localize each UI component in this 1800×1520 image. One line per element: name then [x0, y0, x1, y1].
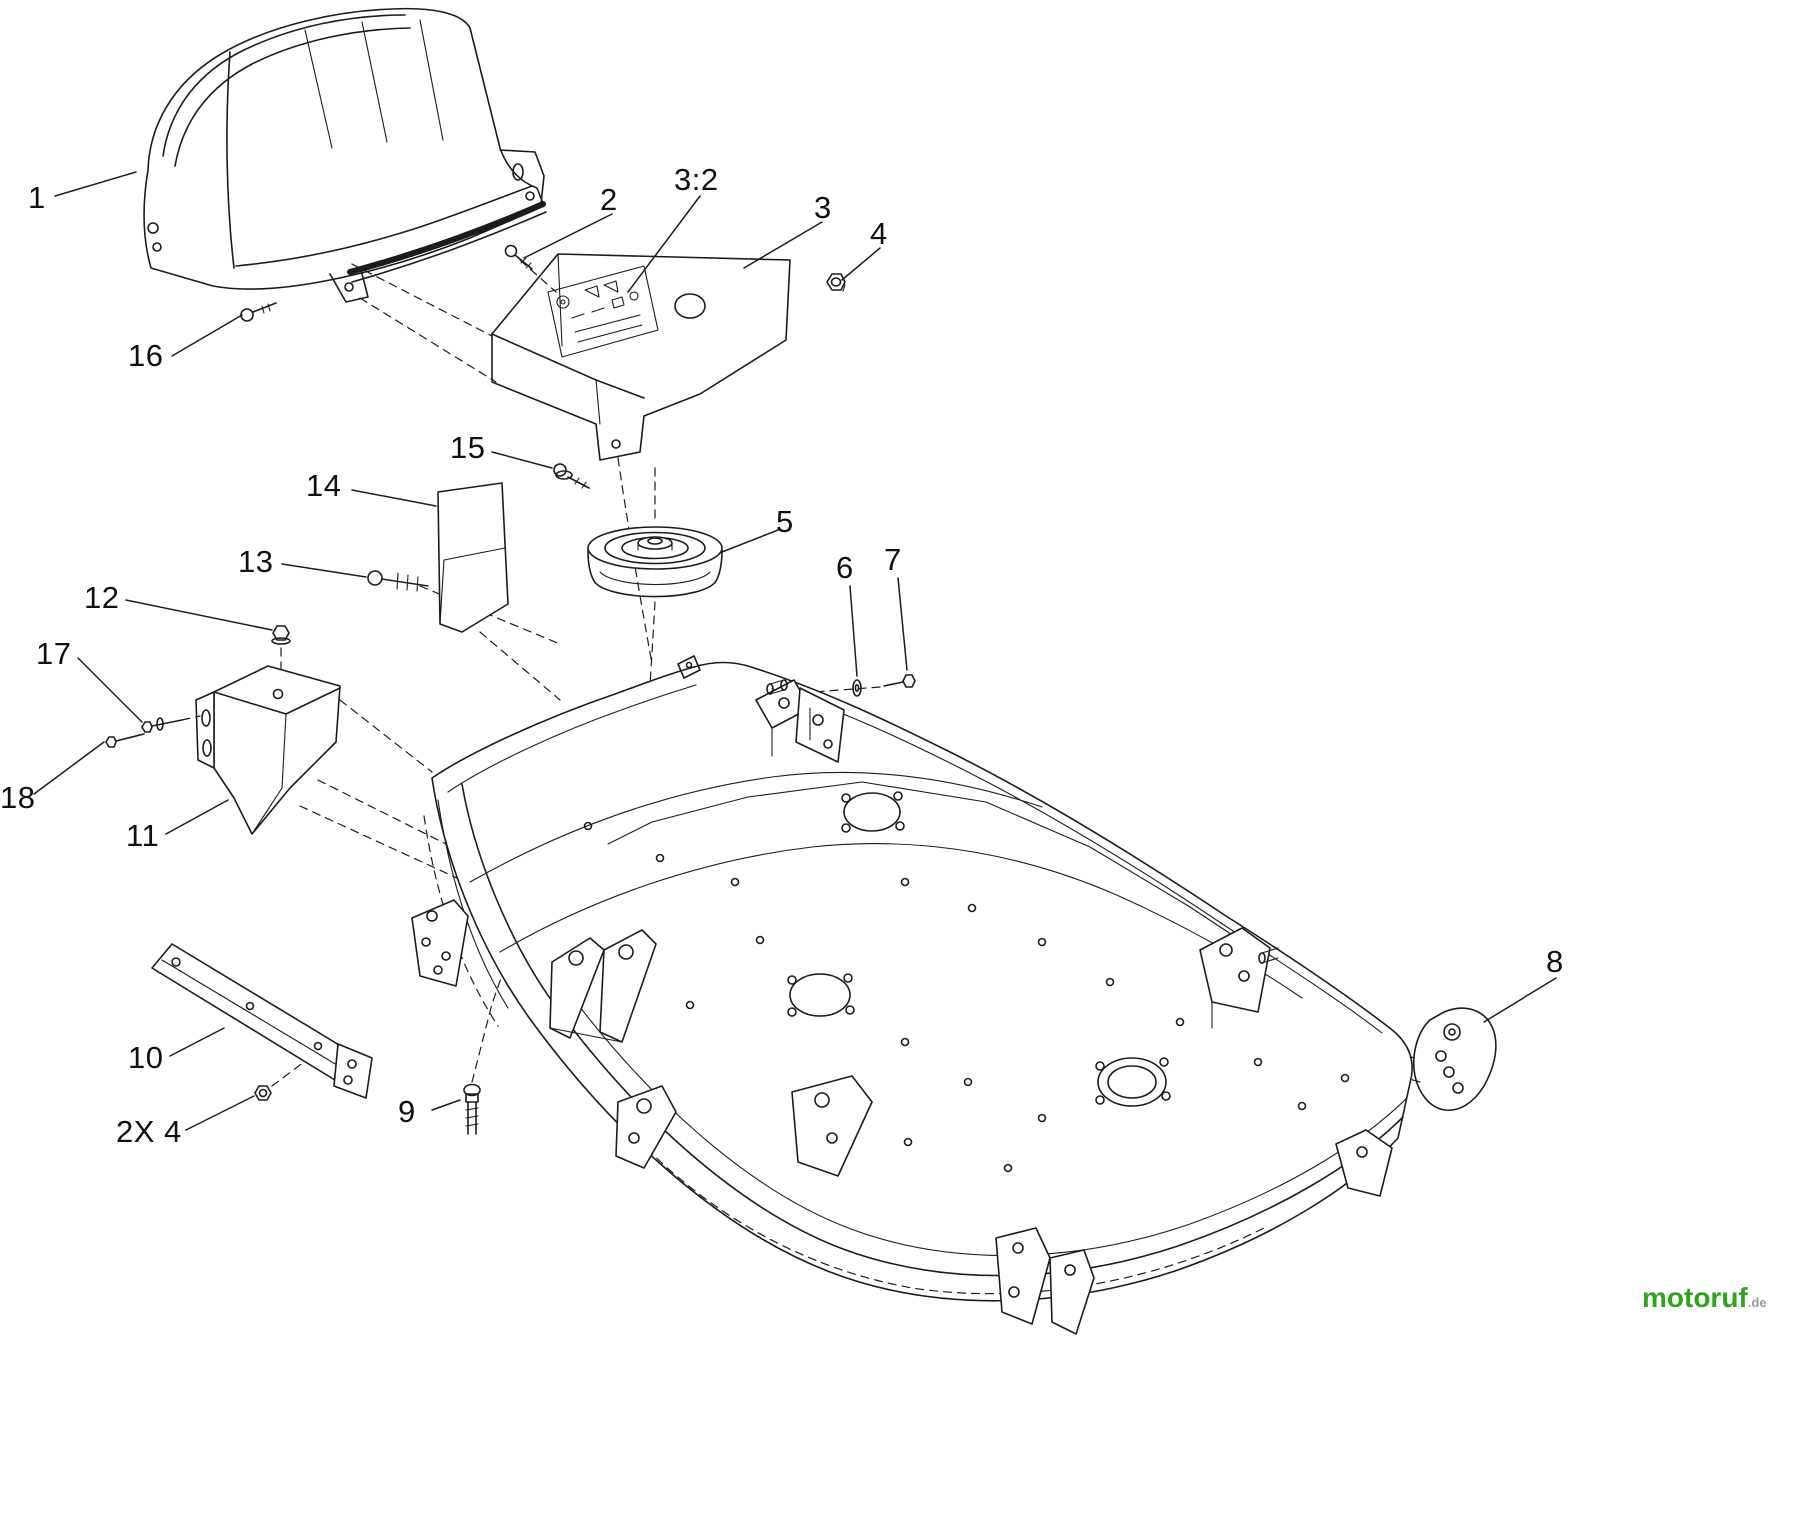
nut-part-12 [271, 625, 291, 695]
callout-2x4: 2X 4 [116, 1114, 182, 1149]
deck-holes [583, 821, 1350, 1173]
bolt-part-13 [367, 570, 429, 592]
decal-part-3-2 [547, 265, 659, 358]
callout-13: 13 [238, 544, 274, 579]
nut-2x4 [254, 1085, 272, 1101]
mower-deck-shell [423, 655, 1413, 1302]
bracket-part-11 [195, 665, 471, 885]
callout-2: 2 [600, 182, 618, 217]
callout-6: 6 [836, 550, 854, 585]
callout-11: 11 [126, 818, 160, 853]
callout-1: 1 [28, 180, 46, 215]
callout-5: 5 [776, 504, 794, 539]
callout-7: 7 [884, 542, 902, 577]
deflector-chute-part-1 [143, 7, 547, 303]
nut-part-4 [826, 273, 846, 292]
pulley-part-5 [587, 467, 723, 687]
callout-15: 15 [450, 430, 486, 465]
belt-cover-part-3 [491, 253, 791, 461]
bolt-part-15 [553, 463, 590, 489]
bolt-part-16 [240, 302, 277, 322]
callout-4: 4 [870, 216, 888, 251]
deck-spindle-openings [787, 791, 1171, 1107]
callout-12: 12 [84, 580, 120, 615]
logo-tld: .de [1747, 1295, 1767, 1310]
motoruf-logo[interactable]: motoruf.de [1642, 1282, 1767, 1314]
callout-9: 9 [398, 1094, 416, 1129]
plate-part-14 [437, 482, 509, 633]
callout-8: 8 [1546, 944, 1564, 979]
callout-10: 10 [128, 1040, 164, 1075]
deck-brackets [411, 679, 1393, 1335]
bolt-part-9 [463, 957, 509, 1135]
callout-3: 3 [814, 190, 832, 225]
bolt-part-2 [504, 244, 533, 270]
callout-14: 14 [306, 468, 342, 503]
logo-text: motoruf [1642, 1282, 1748, 1313]
callout-18: 18 [0, 780, 36, 815]
callout-16: 16 [128, 338, 164, 373]
callout-leader-lines [33, 171, 1557, 1131]
bolt-part-7 [799, 674, 916, 694]
callout-3-2: 3:2 [674, 162, 719, 197]
callout-17: 17 [36, 636, 72, 671]
bolt-part-18 [105, 733, 145, 748]
bolt-part-17 [141, 715, 201, 733]
bracket-part-10 [151, 943, 373, 1099]
